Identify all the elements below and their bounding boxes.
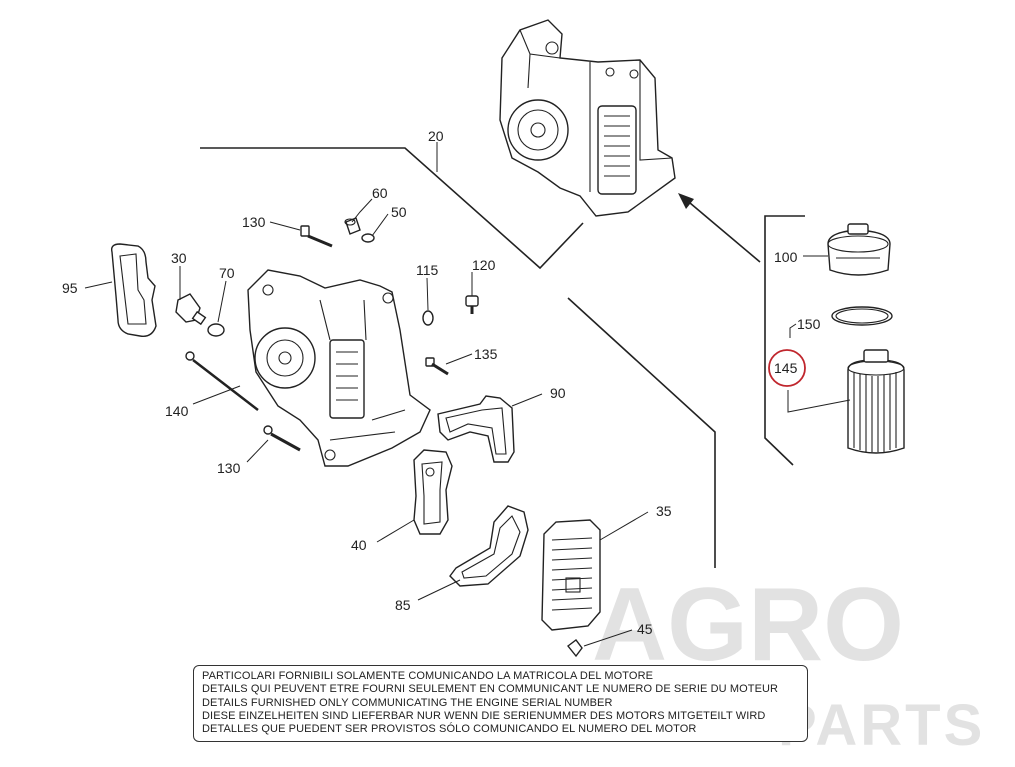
oil-filter-housing bbox=[247, 269, 431, 467]
bolt-140 bbox=[185, 351, 259, 411]
plug-120 bbox=[465, 295, 479, 314]
label-145: 145 bbox=[774, 360, 798, 376]
sensor-30 bbox=[175, 293, 207, 326]
label-95: 95 bbox=[62, 280, 78, 296]
label-60: 60 bbox=[372, 185, 388, 201]
label-35: 35 bbox=[656, 503, 672, 519]
oring-70 bbox=[207, 323, 225, 337]
label-130-lower: 130 bbox=[217, 460, 241, 476]
label-130-top: 130 bbox=[242, 214, 266, 230]
leader-lines bbox=[84, 198, 851, 647]
label-50: 50 bbox=[391, 204, 407, 220]
label-100: 100 bbox=[774, 249, 798, 265]
watermark-line1: AGRO bbox=[592, 567, 904, 683]
notice-line-es: DETALLES QUE PUEDENT SER PROVISTOS SÓLO … bbox=[202, 723, 697, 736]
ring-150 bbox=[831, 306, 893, 326]
bolt-135 bbox=[425, 357, 449, 376]
label-20: 20 bbox=[428, 128, 444, 144]
label-135: 135 bbox=[474, 346, 498, 362]
frame-lines bbox=[200, 142, 805, 568]
cap-100 bbox=[827, 223, 891, 276]
filter-element-145 bbox=[847, 349, 905, 454]
bolt-45 bbox=[567, 639, 583, 658]
serial-number-notice: PARTICOLARI FORNIBILI SOLAMENTE COMUNICA… bbox=[193, 665, 808, 742]
engine-assembly bbox=[499, 19, 676, 217]
watermark-line2: PARTS bbox=[778, 693, 985, 758]
notice-line-fr: DETAILS QUI PEUVENT ETRE FOURNI SEULEMEN… bbox=[202, 683, 779, 696]
ring-115 bbox=[422, 310, 434, 326]
label-70: 70 bbox=[219, 265, 235, 281]
label-45: 45 bbox=[637, 621, 653, 637]
highlight-circle bbox=[768, 349, 806, 387]
notice-line-en: DETAILS FURNISHED ONLY COMMUNICATING THE… bbox=[202, 696, 613, 709]
bolt-130-top bbox=[300, 225, 333, 248]
label-115: 115 bbox=[416, 262, 439, 278]
gasket-90 bbox=[437, 395, 515, 463]
part-labels: 20 60 50 130 30 70 95 115 120 135 140 13… bbox=[62, 128, 821, 637]
bolt-130-lower bbox=[263, 425, 301, 452]
gasket-85 bbox=[449, 505, 529, 587]
notice-line-it: PARTICOLARI FORNIBILI SOLAMENTE COMUNICA… bbox=[202, 670, 654, 682]
label-30: 30 bbox=[171, 250, 187, 266]
label-150: 150 bbox=[797, 316, 821, 332]
label-90: 90 bbox=[550, 385, 566, 401]
label-120: 120 bbox=[472, 257, 496, 273]
oil-cooler-35 bbox=[541, 519, 601, 631]
bushing-60 bbox=[344, 217, 361, 235]
gasket-40 bbox=[413, 449, 453, 535]
notice-line-de: DIESE EINZELHEITEN SIND LIEFERBAR NUR WE… bbox=[202, 709, 766, 722]
label-140: 140 bbox=[165, 403, 189, 419]
watermark: AGRO PARTS bbox=[592, 567, 985, 758]
ring-50 bbox=[361, 233, 375, 243]
label-85: 85 bbox=[395, 597, 411, 613]
label-40: 40 bbox=[351, 537, 367, 553]
gasket-95 bbox=[110, 243, 157, 337]
